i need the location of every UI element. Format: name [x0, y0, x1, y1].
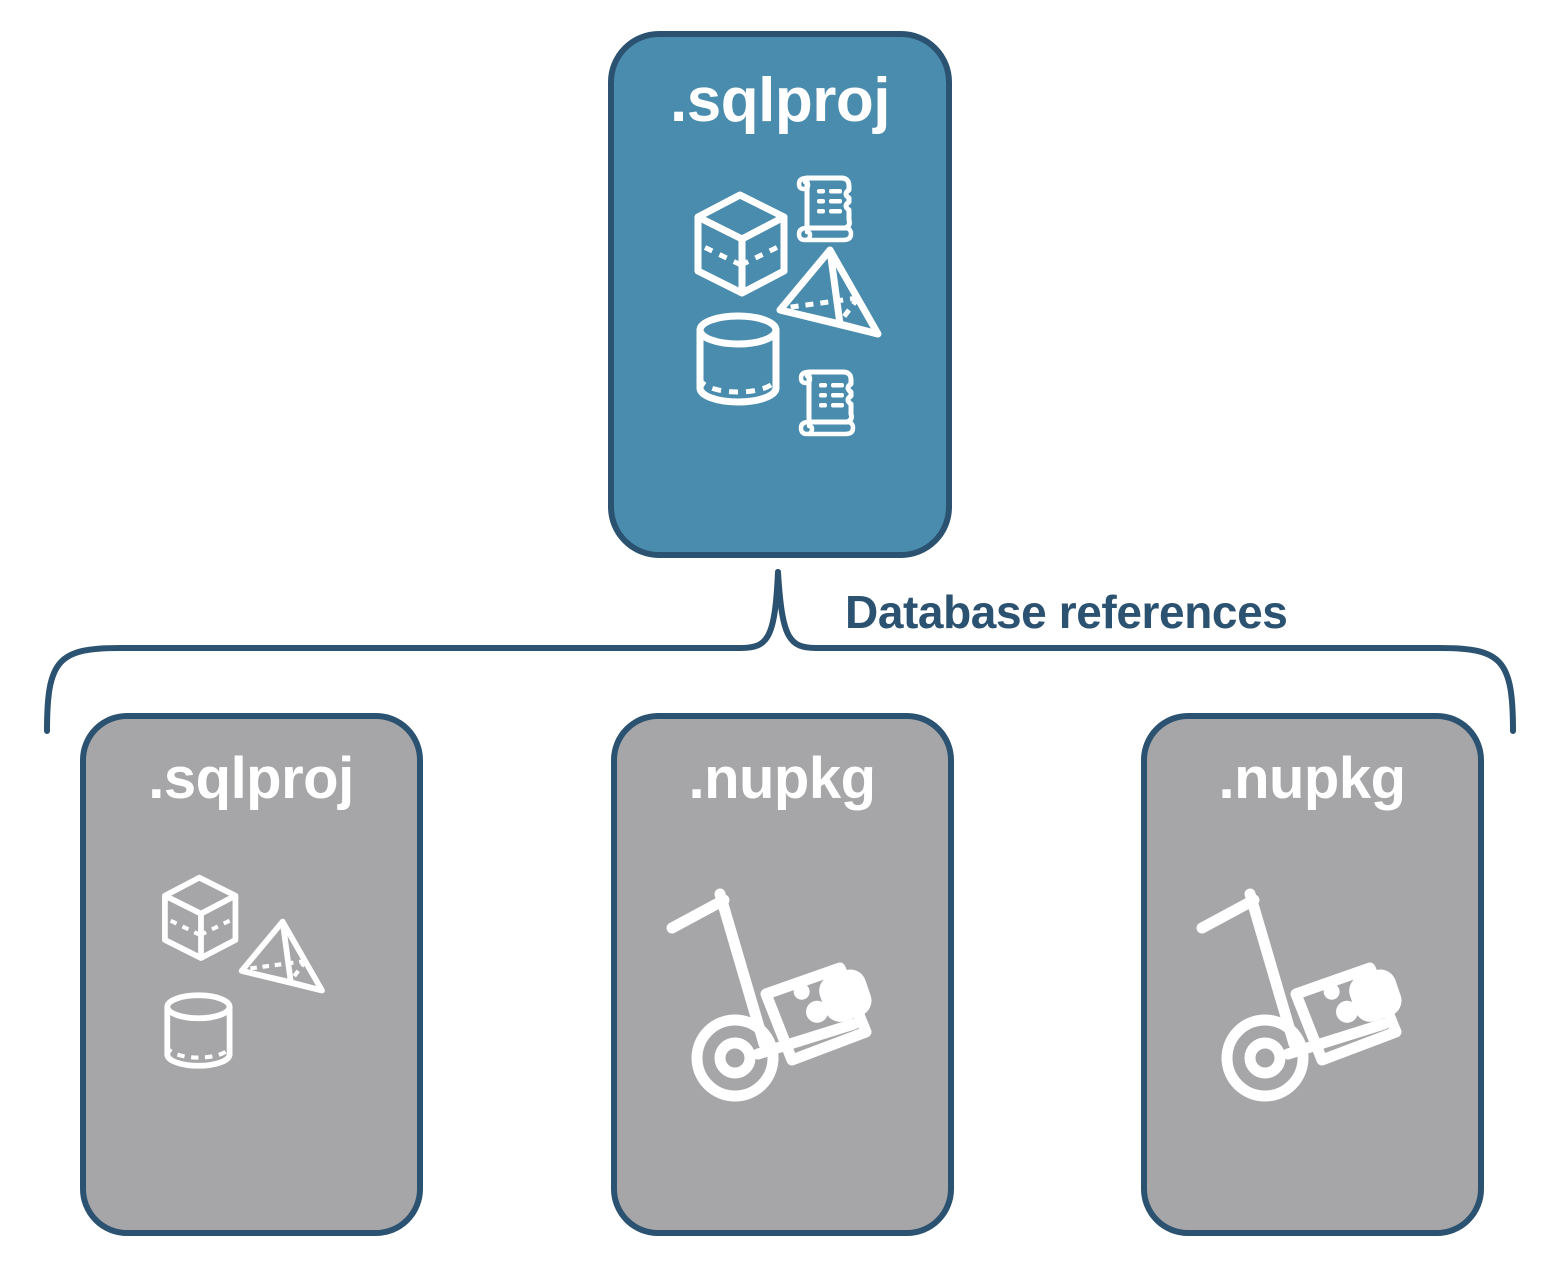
- database-references-brace: [44, 569, 1516, 734]
- node-ref-sqlproj[interactable]: [80, 713, 423, 1236]
- database-references-label: Database references: [845, 586, 1288, 638]
- node-root-sqlproj[interactable]: [608, 31, 952, 558]
- node-label-ref-nupkg-2: .nupkg: [1218, 746, 1406, 811]
- node-label-root-sqlproj: .sqlproj: [670, 66, 890, 135]
- node-ref-nupkg-1[interactable]: [611, 713, 954, 1236]
- node-label-ref-nupkg-1: .nupkg: [688, 746, 876, 811]
- node-ref-nupkg-2[interactable]: [1141, 713, 1484, 1236]
- node-label-ref-sqlproj: .sqlproj: [148, 746, 354, 811]
